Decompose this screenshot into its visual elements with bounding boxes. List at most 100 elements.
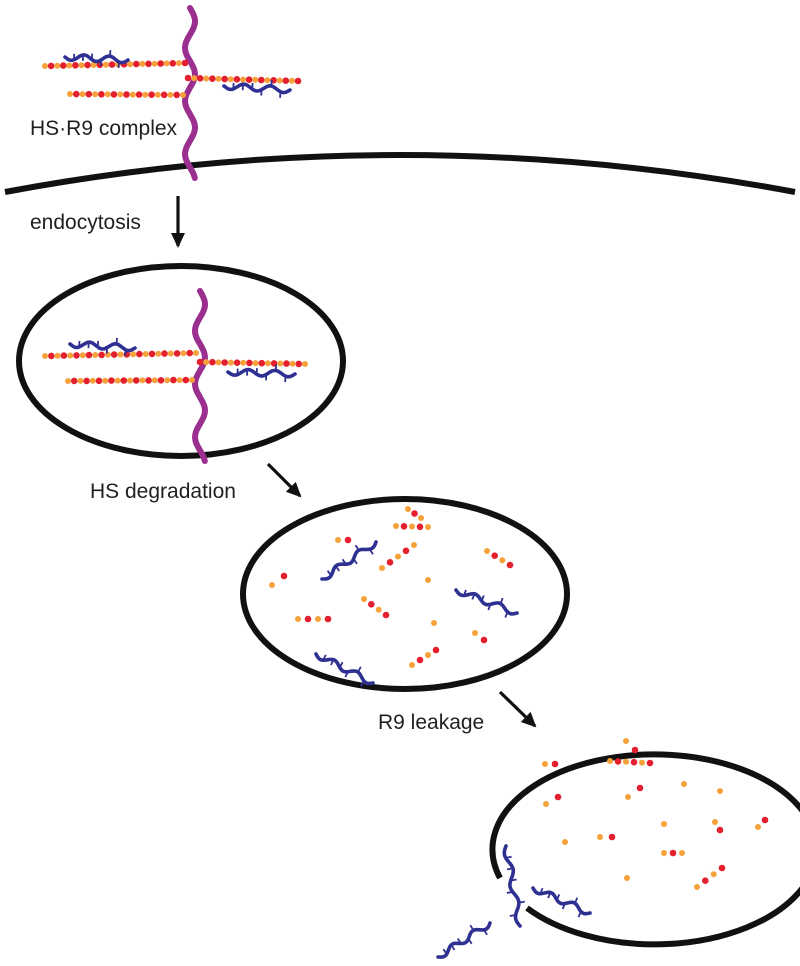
hs-bead-red (47, 62, 55, 70)
hs-bead-red (761, 816, 769, 824)
arrow-hs-degradation-head (285, 481, 302, 498)
hs-bead-orange (542, 761, 548, 767)
hs-bead-orange (127, 377, 133, 384)
r9-tick (352, 558, 358, 565)
hs-bead-red (170, 376, 177, 384)
hs-bead-red (221, 75, 228, 83)
hs-bead-orange (679, 850, 685, 856)
hs-bead-orange (191, 75, 198, 82)
hs-bead-orange (409, 523, 415, 530)
hs-bead-orange (607, 758, 613, 764)
hs-bead-red (245, 76, 253, 83)
hs-bead-orange (67, 91, 73, 97)
r9-tick (360, 680, 365, 687)
hs-bead-orange (431, 620, 437, 626)
hs-bead-red (400, 523, 408, 530)
hs-bead-orange (240, 76, 246, 83)
r9-tick (450, 944, 456, 951)
hs-bead-red (636, 784, 644, 792)
hs-bead-red (186, 349, 193, 357)
hs-bead-orange (240, 359, 247, 366)
hs-bead-orange (104, 91, 111, 98)
r9-peptide (226, 367, 297, 379)
r9-peptide (63, 53, 130, 65)
hs-bead-red (148, 91, 155, 98)
hs-bead-red (411, 510, 418, 517)
hs-bead-orange (151, 377, 158, 384)
hs-bead-orange (624, 875, 630, 881)
r9-peptide (68, 340, 137, 353)
hs-bead-red (157, 377, 165, 384)
hs-bead-orange (395, 553, 401, 560)
hs-bead-red (282, 77, 290, 84)
hs-bead-red (324, 615, 332, 623)
hs-bead-orange (167, 91, 174, 98)
hs-bead-orange (167, 350, 174, 357)
r9-tick (368, 548, 374, 555)
hs-bead-orange (625, 794, 631, 800)
hs-bead-orange (66, 62, 73, 69)
hs-bead-red (60, 62, 67, 69)
hs-bead-orange (227, 76, 234, 83)
hs-bead-red (283, 360, 290, 367)
hs-bead-red (491, 552, 499, 559)
hs-bead-orange (114, 377, 121, 384)
hs-bead-orange (393, 523, 399, 529)
r9-peptide (222, 82, 292, 95)
hs-bead-red (83, 377, 90, 385)
r9-tick (339, 661, 344, 669)
hs-bead-orange (252, 76, 259, 83)
hs-bead-red (480, 636, 488, 644)
hs-bead-red (258, 359, 266, 367)
hs-bead-red (70, 377, 78, 385)
molecule-layer (42, 5, 769, 959)
hs-bead-orange (176, 377, 183, 384)
hs-bead-orange (405, 506, 411, 512)
r9-tick (577, 911, 582, 918)
hs-bead-orange (164, 377, 171, 384)
degradation-vesicle (240, 496, 570, 692)
hs-bead-orange (189, 377, 195, 383)
hs-bead-red (258, 76, 265, 84)
r9-tick (322, 654, 327, 661)
r9-tick (471, 593, 476, 600)
hs-bead-orange (175, 60, 182, 67)
hs-r9-complex-outside (42, 5, 302, 181)
hs-bead-red (98, 91, 105, 98)
hs-bead-orange (269, 582, 275, 588)
hs-bead-orange (65, 378, 71, 384)
hs-bead-orange (92, 352, 99, 358)
hs-bead-orange (127, 61, 134, 68)
hs-bead-red (132, 377, 140, 384)
hs-bead-orange (755, 824, 761, 830)
label-r9-leakage: R9 leakage (378, 711, 485, 734)
hs-bead-red (182, 376, 190, 384)
hs-bead-red (196, 358, 204, 366)
hs-bead-orange (142, 351, 149, 357)
hs-bead-orange (288, 77, 295, 84)
hs-bead-orange (130, 351, 137, 358)
hs-bead-red (136, 350, 143, 358)
hs-bead-orange (597, 834, 603, 840)
label-hs-degradation: HS degradation (90, 480, 236, 503)
hs-bead-orange (335, 537, 341, 543)
hs-bead-orange (375, 606, 382, 613)
hs-bead-red (382, 611, 390, 619)
hs-bead-orange (42, 63, 48, 69)
hs-r9-complex-endosome (42, 288, 308, 464)
hs-bead-orange (717, 788, 723, 794)
r9-tick (326, 570, 332, 577)
hs-bead-red (181, 59, 189, 67)
hs-bead-orange (180, 350, 187, 357)
hs-bead-orange (425, 652, 431, 658)
hs-bead-red (614, 758, 622, 765)
static-shapes (4, 152, 800, 948)
hs-bead-red (554, 793, 562, 801)
hs-bead-red (145, 377, 152, 384)
hs-bead-orange (661, 821, 667, 827)
hs-bead-orange (562, 839, 568, 845)
leaked-r9-vesicle (436, 738, 769, 959)
r9-tick (487, 604, 492, 611)
hs-bead-orange (425, 577, 431, 583)
